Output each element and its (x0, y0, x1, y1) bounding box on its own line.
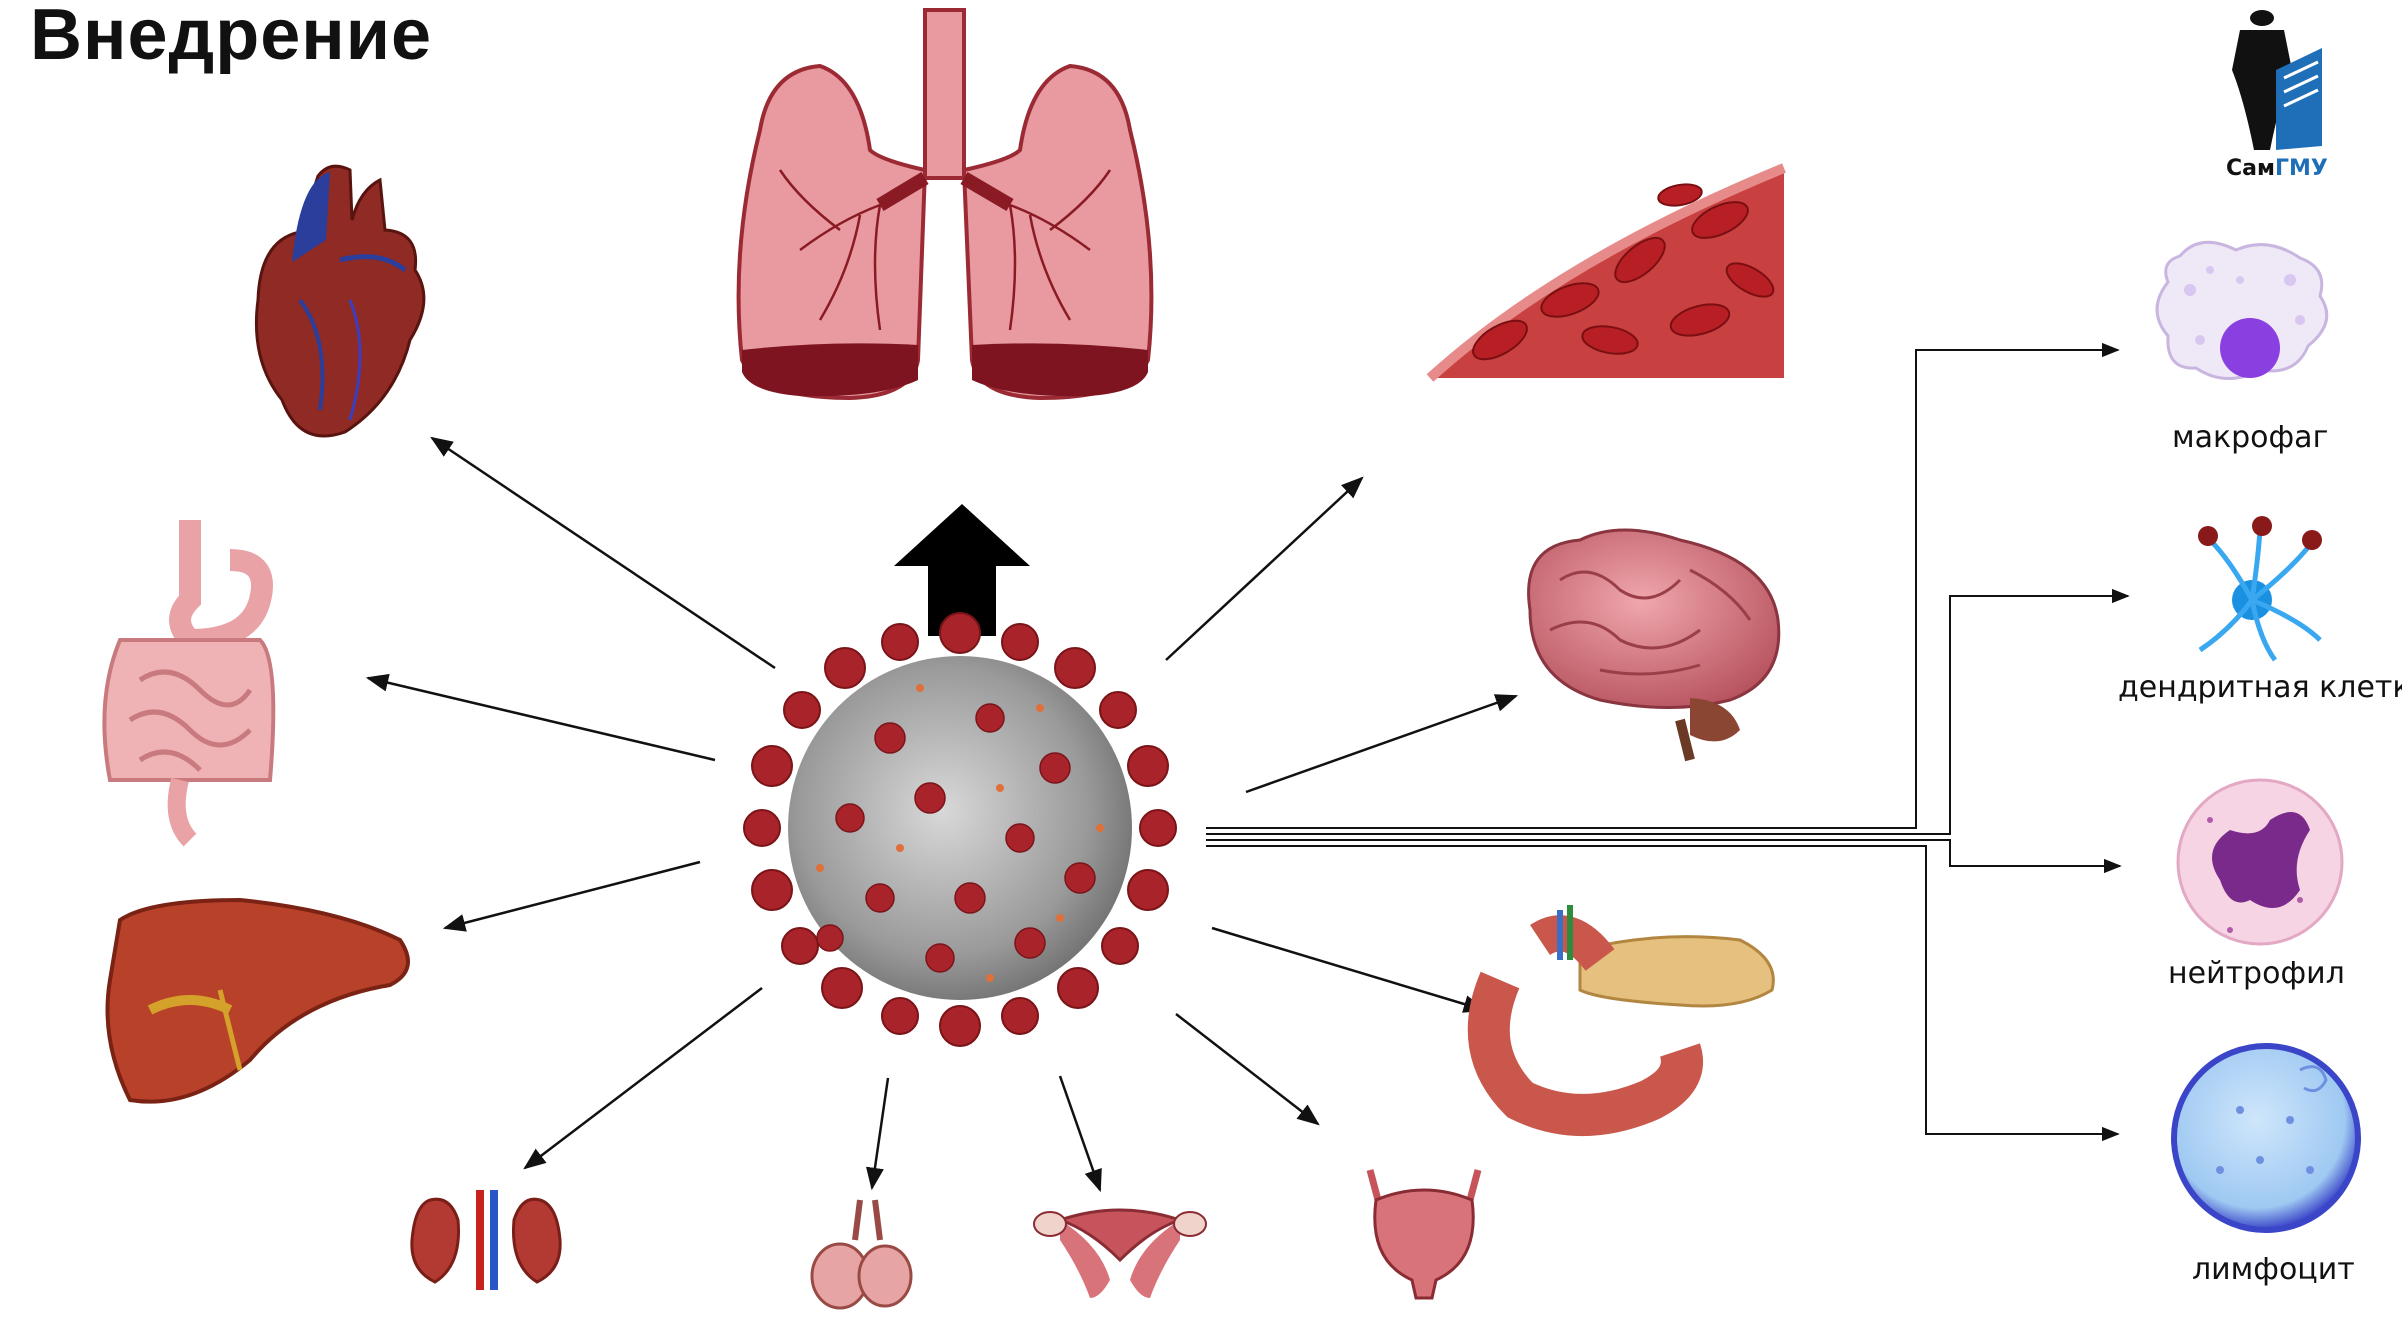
label-lymphocyte: лимфоцит (2192, 1252, 2355, 1287)
brain-image (1529, 530, 1779, 760)
dendritic-cell-image (2198, 516, 2322, 660)
testes-image (812, 1200, 911, 1308)
arrow-to-uterus (1060, 1076, 1100, 1190)
label-dendritic-cell: дендритная клетка (2118, 670, 2402, 705)
arrow-to-testes (872, 1078, 888, 1188)
connectors-to-cells (1206, 350, 2128, 1134)
kidneys-image (412, 1190, 560, 1290)
pancreas-image (1489, 905, 1774, 1115)
macrophage-image (2157, 242, 2327, 378)
arrow-to-heart (432, 438, 775, 668)
connector-neutrophil (1206, 840, 2120, 866)
logo-text-part2: ГМУ (2275, 156, 2328, 181)
samgmu-logo-image (2232, 10, 2322, 150)
label-neutrophil: нейтрофил (2168, 956, 2345, 991)
bladder-image (1370, 1170, 1478, 1298)
samgmu-logo-text: СамГМУ (2226, 156, 2328, 181)
arrow-to-bladder (1176, 1014, 1318, 1124)
neutrophil-image (2178, 780, 2342, 944)
intestine-image (104, 520, 273, 840)
virus-image (744, 613, 1176, 1046)
arrow-to-blood (1166, 478, 1362, 660)
arrow-to-liver (445, 862, 700, 928)
logo-text-part1: Сам (2226, 156, 2275, 181)
arrow-to-pancreas (1212, 928, 1484, 1010)
lungs-image (739, 10, 1152, 398)
blood-vessel-image (1430, 168, 1784, 378)
heart-image (256, 166, 423, 436)
arrow-to-brain (1246, 696, 1516, 792)
uterus-image (1034, 1210, 1206, 1298)
arrow-to-intestine (368, 678, 715, 760)
label-macrophage: макрофаг (2172, 420, 2328, 455)
lymphocyte-image (2174, 1046, 2358, 1230)
liver-image (108, 900, 409, 1102)
arrow-to-kidney (525, 988, 762, 1168)
